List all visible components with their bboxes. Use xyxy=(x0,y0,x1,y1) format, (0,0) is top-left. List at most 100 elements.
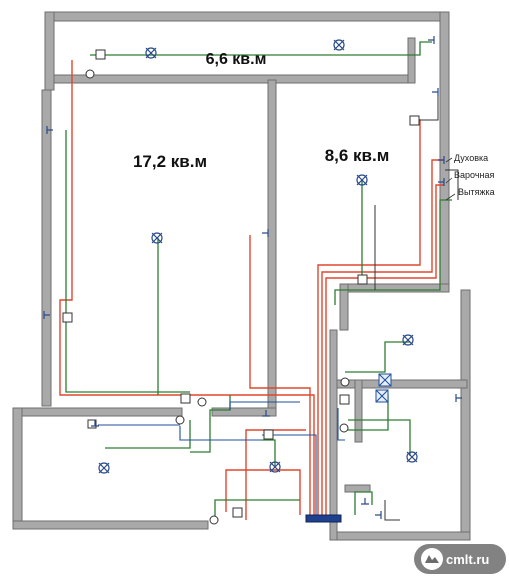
junction-box-icon xyxy=(87,419,97,429)
wall-outer-left xyxy=(41,89,52,407)
wall-outer-right xyxy=(439,11,450,291)
fan-icon xyxy=(375,389,389,403)
switch-icon xyxy=(375,511,382,519)
label-pointer-oven xyxy=(445,157,453,163)
lamp-cross-icon xyxy=(151,232,163,244)
wire-ground-1 xyxy=(262,434,317,518)
lamp-cross-icon xyxy=(333,39,345,51)
wall-bath-stub xyxy=(344,484,371,493)
wire-neutral-10 xyxy=(190,395,231,453)
lamp-cross-icon xyxy=(406,451,418,463)
junction-boxes xyxy=(62,49,420,518)
junction-box-icon xyxy=(62,312,73,323)
lamps xyxy=(98,39,418,474)
wire-ground-2 xyxy=(179,426,262,441)
wall-kitchen-stub xyxy=(339,283,349,331)
wall-bath-left xyxy=(329,329,338,541)
wires-neutral xyxy=(65,41,452,520)
junction-box-icon xyxy=(95,49,106,60)
room-area-corridor: 6,6 кв.м xyxy=(206,51,267,68)
label-pointer-hood xyxy=(445,193,456,201)
room-area-kitchen: 8,6 кв.м xyxy=(325,146,390,165)
room-area-living: 17,2 кв.м xyxy=(133,152,207,171)
kitchen-labels: Духовка Варочная Вытяжка xyxy=(445,153,495,201)
wall-corridor-right xyxy=(407,37,416,84)
wire-phase-5 xyxy=(249,235,311,515)
socket-icon xyxy=(339,423,349,433)
lamp-cross-icon xyxy=(98,462,110,474)
socket-icon xyxy=(197,397,207,407)
wall-living-kitchen xyxy=(267,79,277,417)
switch-icon xyxy=(262,410,270,417)
walls xyxy=(12,11,471,541)
wire-phase-6 xyxy=(245,429,306,520)
switch-icon xyxy=(43,311,50,319)
wall-corridor-bottom xyxy=(53,74,415,84)
wall-living-bottom-right xyxy=(211,407,277,417)
switch-icon xyxy=(46,126,53,134)
lamp-cross-icon xyxy=(145,47,157,59)
wire-neutral-5 xyxy=(334,199,452,305)
socket-icon xyxy=(175,415,185,425)
switch-icon xyxy=(91,420,99,427)
junction-box-icon xyxy=(263,429,274,440)
switch-icon xyxy=(455,394,462,402)
wire-neutral-6 xyxy=(345,341,410,373)
junction-box-icon xyxy=(180,393,191,404)
label-pointer-hob xyxy=(445,177,453,184)
watermark: cmlt.ru xyxy=(414,544,506,574)
wall-kitchen-bottom xyxy=(339,283,450,293)
junction-box-icon xyxy=(409,115,420,126)
wall-bath-divider xyxy=(336,379,468,389)
wall-outer-bottom-right xyxy=(329,531,471,541)
junction-box-icon xyxy=(339,394,350,405)
wire-phase-2 xyxy=(321,159,444,515)
wire-neutral-1 xyxy=(90,41,432,56)
lamp-cross-icon xyxy=(402,334,414,346)
switch-icon xyxy=(432,88,439,96)
wire-neutral-13 xyxy=(354,491,373,515)
fan-icon xyxy=(378,373,392,387)
wire-ground-5 xyxy=(337,408,345,441)
label-hood: Вытяжка xyxy=(458,187,495,197)
wall-outer-right-lower xyxy=(460,289,471,537)
label-hob: Варочная xyxy=(454,170,494,180)
lamp-cross-icon xyxy=(269,461,281,473)
wire-neutral-8 xyxy=(348,419,411,456)
socket-icon xyxy=(340,377,350,387)
label-oven: Духовка xyxy=(454,153,488,163)
junction-box-icon xyxy=(232,507,243,518)
wire-neutral-11 xyxy=(214,499,300,520)
fans xyxy=(375,373,392,403)
wall-outer-left-upper xyxy=(44,11,55,91)
wires-ground xyxy=(98,401,345,518)
sockets xyxy=(85,69,350,525)
switches xyxy=(43,36,462,519)
socket-icon xyxy=(209,515,219,525)
wire-phase-4 xyxy=(59,60,315,515)
wire-dark-2 xyxy=(445,169,459,200)
wire-dark-1 xyxy=(415,95,439,121)
wire-neutral-2 xyxy=(65,130,190,393)
wire-ground-4 xyxy=(229,401,300,410)
switch-icon xyxy=(361,498,369,505)
switch-icon xyxy=(438,178,445,186)
wire-neutral-12 xyxy=(262,439,276,466)
switch-icon xyxy=(438,156,445,164)
switch-icon xyxy=(428,36,435,44)
socket-icon xyxy=(85,69,95,79)
wall-living-bottom xyxy=(21,407,183,417)
wire-neutral-9 xyxy=(105,420,191,449)
switch-icon xyxy=(262,229,269,237)
wall-outer-top xyxy=(44,11,446,22)
wire-dark-4 xyxy=(384,500,400,521)
wire-phase-7 xyxy=(225,469,301,515)
wall-bath-inner xyxy=(354,379,363,443)
wall-outer-bottom xyxy=(12,520,209,530)
wire-phase-3 xyxy=(325,184,444,515)
wall-outer-left-lower xyxy=(12,407,23,527)
lamp-cross-icon xyxy=(356,174,368,186)
watermark-text: cmlt.ru xyxy=(446,552,489,567)
wires-dark xyxy=(374,95,459,521)
